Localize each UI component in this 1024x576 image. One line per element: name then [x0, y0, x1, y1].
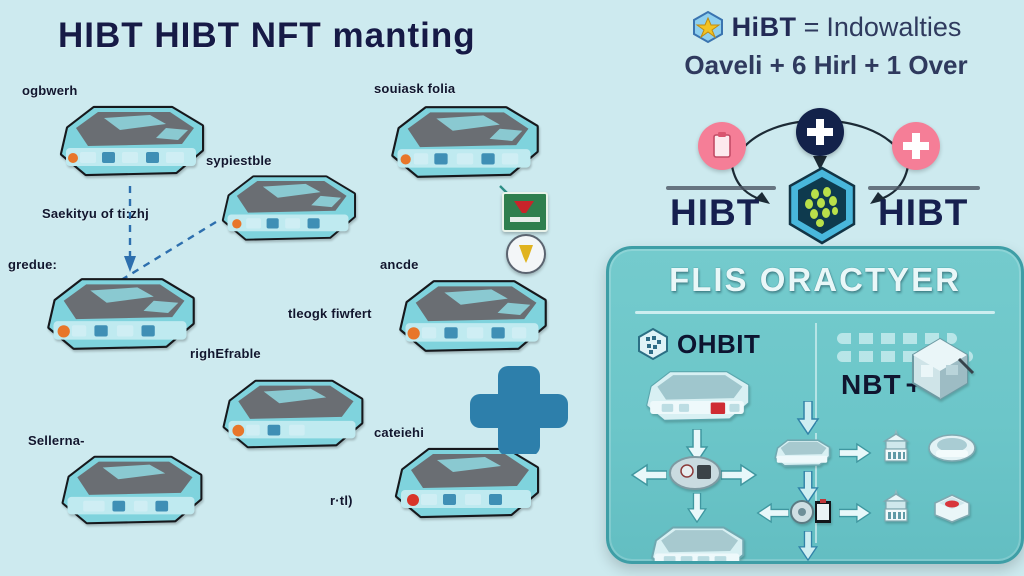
ohbit-chip-label: OHBIT [677, 328, 761, 359]
panel-ghost-line-2 [837, 351, 973, 362]
panel-arrow-right-2 [839, 441, 873, 465]
station-token-7[interactable] [46, 448, 216, 532]
panel-arrow-down-1 [685, 429, 709, 463]
hibt-right-underline [868, 186, 980, 190]
token-label-7: Sellerna- [28, 432, 85, 450]
panel-right-node-token[interactable] [769, 435, 835, 471]
station-token-3[interactable] [374, 98, 554, 186]
formula-equals: = [803, 11, 820, 42]
panel-arrow-down-4 [795, 471, 821, 503]
panel-title: FLIS ORACTYER [669, 261, 961, 298]
formula-line-2: Oaveli + 6 Hirl + 1 Over [636, 50, 1016, 81]
token-label-8: cateiehi [374, 424, 424, 442]
station-token-8[interactable] [378, 440, 554, 526]
panel-temple-icon-1[interactable] [879, 427, 913, 469]
nbt-label-text: NBT [841, 369, 902, 400]
cross-icon [903, 133, 929, 159]
formula-token-name: HiBT [731, 11, 797, 42]
formula-line-1: HiBT = Indowalties [636, 10, 1016, 44]
panel-arrow-left-1 [629, 463, 667, 487]
annotation-rtl: r·tl) [330, 492, 353, 510]
ohbit-chip[interactable]: OHBIT [637, 327, 760, 361]
panel-gear-node-icon[interactable] [667, 453, 723, 495]
plus-symbol-icon [470, 366, 568, 454]
station-token-4[interactable] [30, 270, 210, 358]
clipboard-icon [713, 132, 731, 158]
station-token-5[interactable] [382, 272, 562, 360]
formula-result: Indowalties [826, 11, 962, 42]
token-8-label: cateiehi [374, 425, 425, 440]
formula-line-2-text: Oaveli + 6 Hirl + 1 Over [684, 50, 968, 80]
hibt-diagram: HIBT HIBT [620, 100, 1024, 252]
panel-chest-token-icon[interactable] [929, 491, 975, 525]
formula-block: HiBT = Indowalties Oaveli + 6 Hirl + 1 O… [636, 10, 1016, 81]
panel-arrow-right-3 [839, 501, 873, 525]
panel-arrow-right-1 [721, 463, 759, 487]
panel-cube-building-icon[interactable] [901, 329, 979, 407]
cross-circle[interactable] [892, 122, 940, 170]
panel-divider [635, 311, 995, 314]
panel-temple-icon-2[interactable] [879, 487, 913, 529]
station-token-6[interactable] [206, 372, 378, 456]
panel-left-bottom-token[interactable] [637, 521, 757, 564]
panel-left-node-token[interactable] [631, 365, 763, 427]
token-3-label: souiask folia [374, 81, 456, 96]
badge-seal[interactable] [506, 234, 546, 274]
badge-green[interactable] [502, 192, 548, 232]
token-label-3: souiask folia [374, 80, 455, 98]
annotation-rtl-text: r·tl) [330, 493, 353, 508]
panel-arrow-left-2 [755, 501, 789, 525]
token-1-label: ogbwerh [22, 83, 78, 98]
token-5-label: ancde [380, 257, 419, 272]
token-2-label: sypiestble [206, 153, 272, 168]
station-token-1[interactable] [46, 98, 216, 184]
hibt-left-underline [666, 186, 776, 190]
plus-glyph-icon [807, 119, 833, 145]
panel-arrow-down-2 [685, 493, 709, 523]
plus-badge-icon [796, 108, 844, 156]
connector-token2-to-token4 [117, 220, 217, 284]
token-4-label: gredue: [8, 257, 58, 272]
hexagon-chip-icon [638, 327, 668, 361]
panel-column-divider-1 [815, 323, 817, 423]
panel-ring-token-icon[interactable] [927, 431, 977, 465]
hibt-right-word: HIBT [878, 192, 969, 233]
annotation-flow: Saekityu of ti:zhj [42, 205, 149, 223]
oracle-panel: FLIS ORACTYER OHBIT [606, 246, 1024, 564]
connector-token1-to-token4 [124, 186, 136, 272]
panel-gear-clipboard-icon[interactable] [789, 493, 833, 531]
panel-ghost-line-1 [837, 333, 957, 344]
hibt-left-word: HIBT [670, 192, 761, 233]
station-token-2[interactable] [208, 168, 368, 248]
annotation-tleogk-text: tleogk fiwfert [288, 306, 372, 321]
page-title: HIBT HIBT NFT manting [58, 16, 476, 55]
hexagon-cluster-icon[interactable] [786, 166, 858, 246]
star-shield-icon [692, 10, 723, 44]
token-6-label: righEfrable [190, 346, 261, 361]
panel-arrow-down-5 [795, 531, 821, 561]
token-7-label: Sellerna- [28, 433, 85, 448]
annotation-tleogk: tleogk fiwfert [288, 305, 372, 323]
clipboard-circle[interactable] [698, 122, 746, 170]
token-label-1: ogbwerh [22, 82, 78, 100]
annotation-flow-text: Saekityu of ti:zhj [42, 206, 149, 221]
token-label-2: sypiestble [206, 152, 272, 170]
token-label-6: righEfrable [190, 345, 261, 363]
token-label-5: ancde [380, 256, 419, 274]
panel-arrow-down-3 [795, 401, 821, 435]
token-label-4: gredue: [8, 256, 57, 274]
